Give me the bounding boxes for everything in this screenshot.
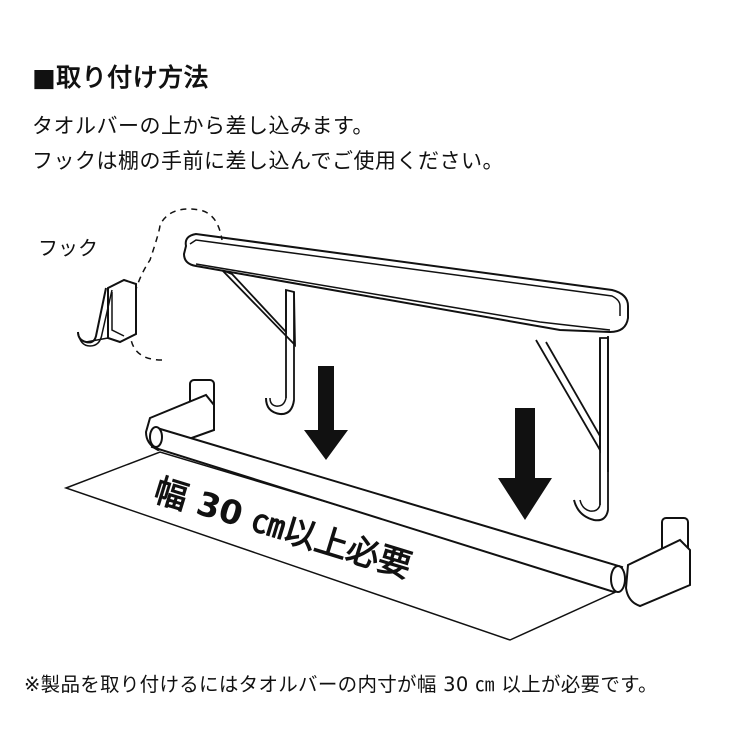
instruction-line-1: タオルバーの上から差し込みます。 — [32, 114, 374, 138]
page-title: ■取り付け方法 — [32, 63, 210, 92]
towel-bar — [144, 379, 691, 608]
hook-label: フック — [38, 236, 98, 260]
down-arrow-left — [304, 366, 348, 460]
hook-callout — [77, 208, 223, 361]
shelf — [182, 232, 629, 522]
down-arrow-right — [498, 408, 552, 520]
instruction-line-2: フックは棚の手前に差し込んでご使用ください。 — [32, 149, 504, 173]
footnote: ※製品を取り付けるにはタオルバーの内寸が幅 30 ㎝ 以上が必要です。 — [24, 673, 658, 696]
